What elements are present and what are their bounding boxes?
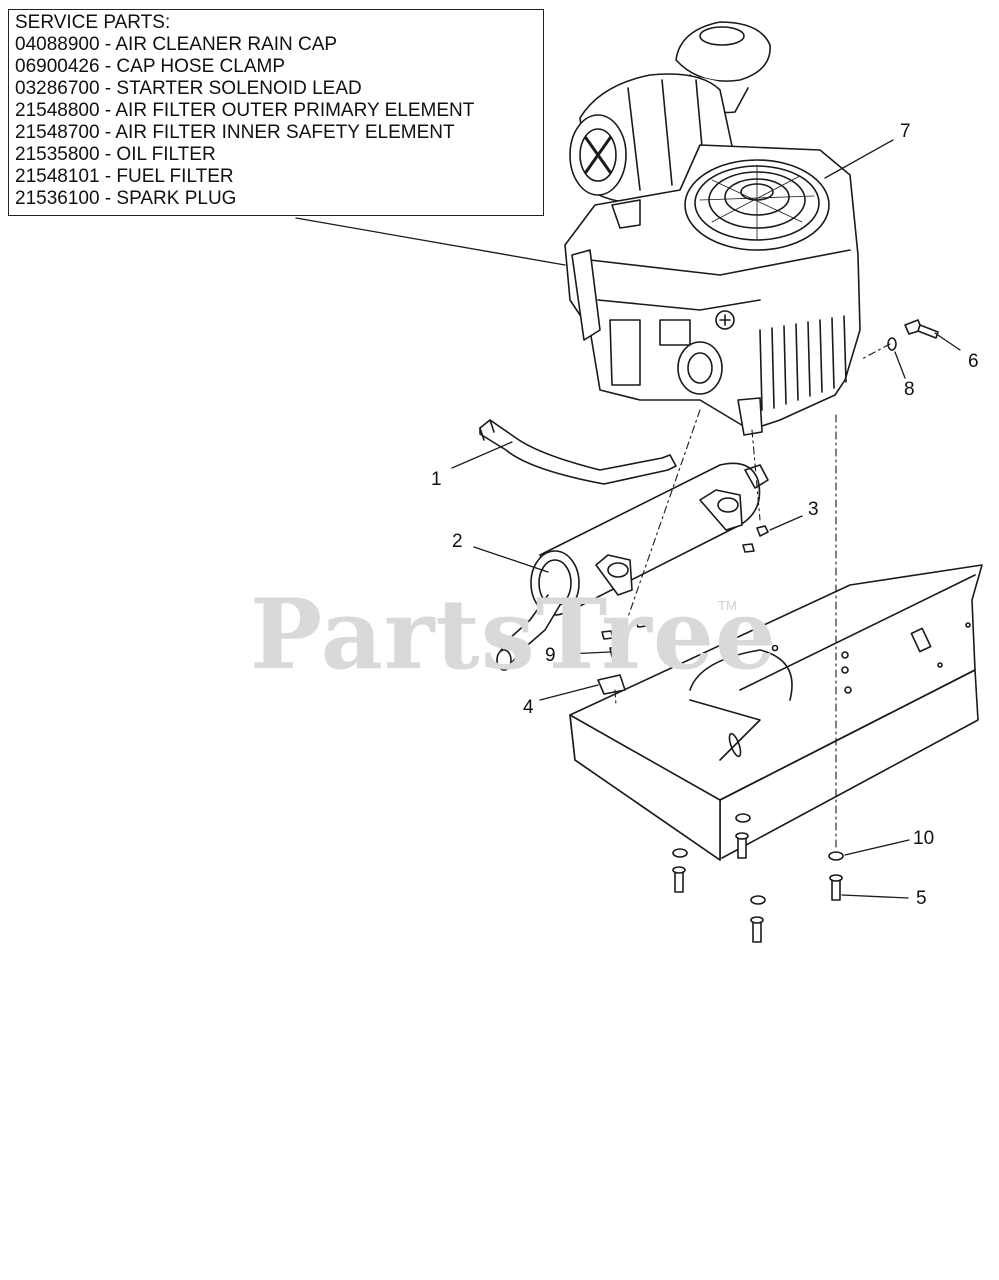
callout-2: 2: [452, 531, 463, 552]
callout-5: 5: [916, 888, 927, 909]
engine-assembly: [564, 21, 861, 436]
callout-10: 10: [913, 828, 935, 849]
callout-4: 4: [523, 697, 534, 718]
service-part-item: 03286700 - STARTER SOLENOID LEAD: [15, 78, 362, 99]
callout-9: 9: [545, 645, 556, 666]
muffler-assembly: [479, 419, 769, 671]
service-part-item: 21548700 - AIR FILTER INNER SAFETY ELEME…: [15, 122, 455, 143]
watermark-tm: TM: [718, 598, 737, 613]
service-parts-heading: SERVICE PARTS:: [15, 12, 171, 33]
hardware: [597, 319, 939, 943]
service-part-item: 21548101 - FUEL FILTER: [15, 166, 234, 187]
service-part-item: 21548800 - AIR FILTER OUTER PRIMARY ELEM…: [15, 100, 475, 121]
callout-3: 3: [808, 499, 819, 520]
callout-8: 8: [904, 379, 915, 400]
callout-6: 6: [968, 351, 979, 372]
service-part-item: 21536100 - SPARK PLUG: [15, 188, 237, 209]
service-part-item: 04088900 - AIR CLEANER RAIN CAP: [15, 34, 338, 55]
callout-7: 7: [900, 121, 911, 142]
assembly-lines: [614, 343, 891, 851]
engine-deck-frame: [569, 564, 983, 861]
service-part-item: 21535800 - OIL FILTER: [15, 144, 216, 165]
leader-lines: [295, 139, 961, 899]
callout-1: 1: [431, 469, 442, 490]
service-part-item: 06900426 - CAP HOSE CLAMP: [15, 56, 286, 77]
service-parts-box: SERVICE PARTS: 04088900 - AIR CLEANER RA…: [8, 9, 544, 216]
